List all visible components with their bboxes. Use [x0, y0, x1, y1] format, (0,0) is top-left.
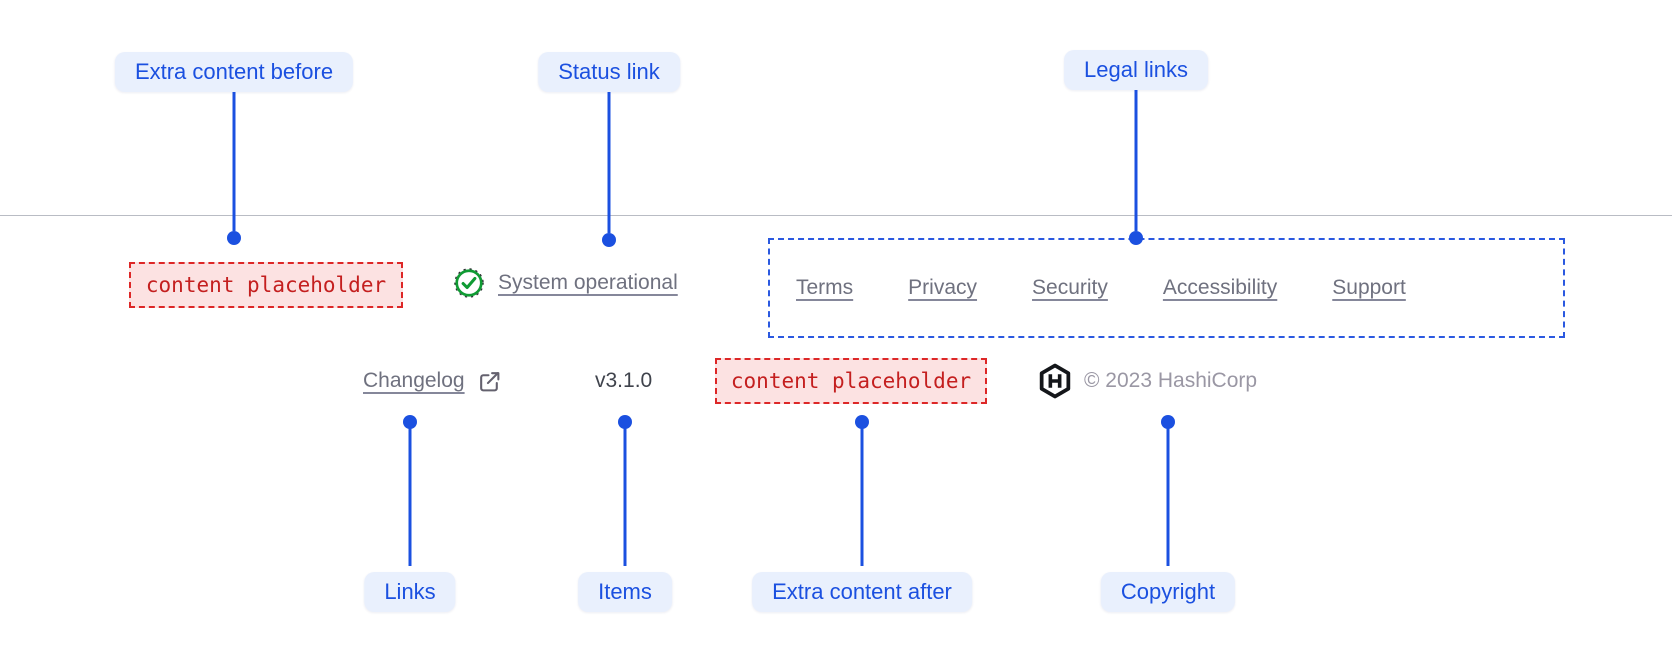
legal-link-support[interactable]: Support — [1332, 276, 1406, 299]
placeholder-text: content placeholder — [145, 273, 387, 297]
callout-items: Items — [578, 572, 672, 612]
extra-content-before-placeholder: content placeholder — [129, 262, 403, 308]
callout-dot — [227, 231, 241, 245]
legal-link-security[interactable]: Security — [1032, 276, 1108, 299]
copyright-text: © 2023 HashiCorp — [1084, 369, 1258, 392]
legal-link-terms[interactable]: Terms — [796, 276, 854, 299]
callout-status-link: Status link — [538, 52, 680, 92]
callout-line — [623, 424, 627, 566]
legal-link-privacy[interactable]: Privacy — [908, 276, 978, 299]
callout-dot — [1129, 231, 1143, 245]
changelog-link[interactable]: Changelog — [363, 358, 502, 404]
callout-extra-content-after: Extra content after — [752, 572, 972, 612]
legal-links-container: Terms Privacy Security Accessibility Sup… — [768, 238, 1565, 338]
callout-line — [408, 424, 412, 566]
extra-content-after-placeholder: content placeholder — [715, 358, 987, 404]
hashicorp-logo — [1037, 363, 1073, 399]
status-link-label[interactable]: System operational — [498, 271, 678, 294]
callout-line — [860, 424, 864, 566]
callout-legal-links: Legal links — [1064, 50, 1208, 90]
callout-dot — [602, 233, 616, 247]
callout-links: Links — [364, 572, 456, 612]
top-divider — [0, 215, 1672, 216]
callout-dot — [1161, 415, 1175, 429]
callout-copyright: Copyright — [1100, 572, 1236, 612]
callout-dot — [403, 415, 417, 429]
legal-link-accessibility[interactable]: Accessibility — [1162, 276, 1278, 299]
external-link-icon — [477, 369, 502, 394]
callout-line — [607, 92, 611, 233]
status-link[interactable]: System operational — [453, 260, 678, 306]
callout-line — [1134, 90, 1138, 231]
callout-line — [1166, 424, 1170, 566]
callout-extra-content-before: Extra content before — [114, 52, 354, 92]
copyright: © 2023 HashiCorp — [1037, 358, 1257, 404]
callout-dot — [618, 415, 632, 429]
version-item: v3.1.0 — [595, 369, 653, 392]
placeholder-text: content placeholder — [730, 369, 972, 393]
changelog-link-label[interactable]: Changelog — [363, 369, 465, 392]
check-circle-icon — [453, 267, 485, 299]
callout-line — [232, 92, 236, 231]
callout-dot — [855, 415, 869, 429]
